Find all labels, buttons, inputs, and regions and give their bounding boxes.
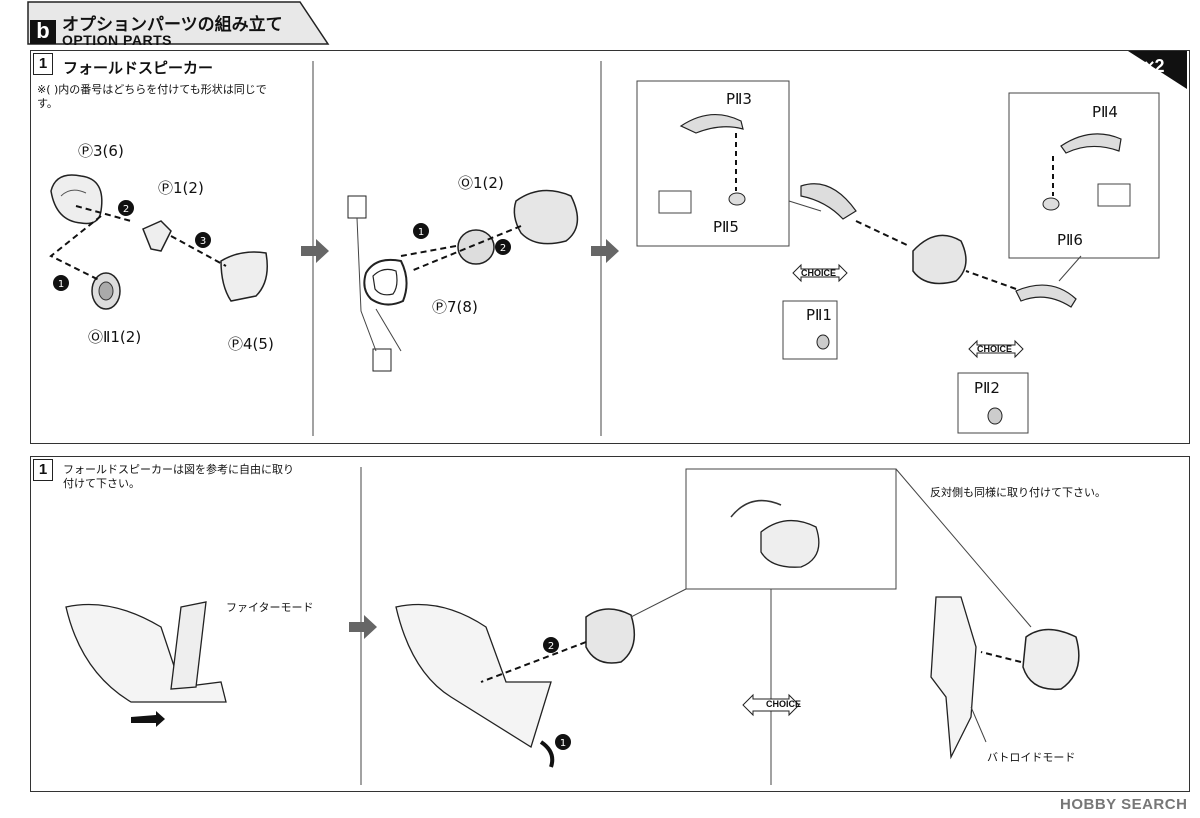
choice-label-bottom: CHOICE [766, 699, 802, 709]
label-opposite-side: 反対側も同様に取り付けて下さい。 [930, 486, 1106, 499]
section-badge: b [30, 20, 56, 44]
step-marker-1: 1 [58, 279, 64, 290]
section-title-en: OPTION PARTS [62, 32, 172, 48]
wing-pii3 [679, 113, 744, 134]
speaker-body [513, 189, 579, 245]
label-fighter-mode: ファイターモード [226, 601, 314, 614]
label-oii12: ⓄⅡ1(2) [88, 328, 142, 346]
step-title: フォールドスピーカー [63, 59, 214, 77]
label-p36: Ⓟ3(6) [78, 142, 124, 160]
top-diagrams: 2 3 1 1 2 [49, 61, 1160, 436]
label-pii3: PⅡ3 [726, 90, 752, 108]
step-number: 1 [33, 53, 53, 75]
label-pii2: PⅡ2 [974, 379, 1000, 397]
step-note: ※( )内の番号はどちらを付けても形状は同じです。 [37, 83, 267, 110]
choice-label-2: CHOICE [977, 344, 1013, 354]
step-marker-2: 2 [123, 204, 129, 215]
svg-text:1: 1 [418, 227, 424, 238]
speaker-mount [585, 608, 636, 664]
label-pii4: PⅡ4 [1092, 103, 1118, 121]
svg-text:1: 1 [560, 738, 566, 749]
connector-p1 [142, 220, 172, 252]
label-battroid-mode: バトロイドモード [987, 751, 1076, 764]
step-instruction: フォールドスピーカーは図を参考に自由に取り付けて下さい。 [63, 463, 294, 490]
svg-text:2: 2 [548, 641, 554, 652]
step-number: 1 [33, 459, 53, 481]
label-p12: Ⓟ1(2) [158, 179, 204, 197]
multiplier-corner [1128, 51, 1187, 89]
speaker-assembled [912, 234, 967, 285]
multiplier-label: ×2 [1144, 56, 1165, 76]
fighter-mode-left [65, 603, 227, 703]
step-marker-3: 3 [200, 236, 206, 247]
bottom-diagrams: 2 1 [65, 467, 1080, 785]
label-pii6: PⅡ6 [1057, 231, 1083, 249]
section-title-jp: オプションパーツの組み立て [62, 15, 283, 35]
speaker-shell-p3 [50, 174, 103, 225]
tool-icon-knife [372, 348, 392, 372]
wing-pii4 [1060, 133, 1122, 154]
label-p78: Ⓟ7(8) [432, 298, 478, 316]
battroid-mode [930, 596, 977, 760]
tool-icon-nipper [347, 195, 367, 219]
speaker-rotation-detail [760, 520, 820, 568]
svg-text:2: 2 [500, 243, 506, 254]
label-p45: Ⓟ4(5) [228, 335, 274, 353]
speaker-battroid [1022, 628, 1080, 691]
speaker-o1 [457, 229, 495, 265]
fighter-mode-right [395, 603, 552, 748]
label-o12: Ⓞ1(2) [458, 174, 504, 192]
label-pii5: PⅡ5 [713, 218, 739, 236]
speaker-cover-p4 [220, 251, 268, 302]
choice-label-1: CHOICE [801, 268, 837, 278]
header-tab-shape [27, 1, 330, 45]
watermark: HOBBY SEARCH [1060, 796, 1188, 813]
label-pii1: PⅡ1 [806, 306, 832, 324]
